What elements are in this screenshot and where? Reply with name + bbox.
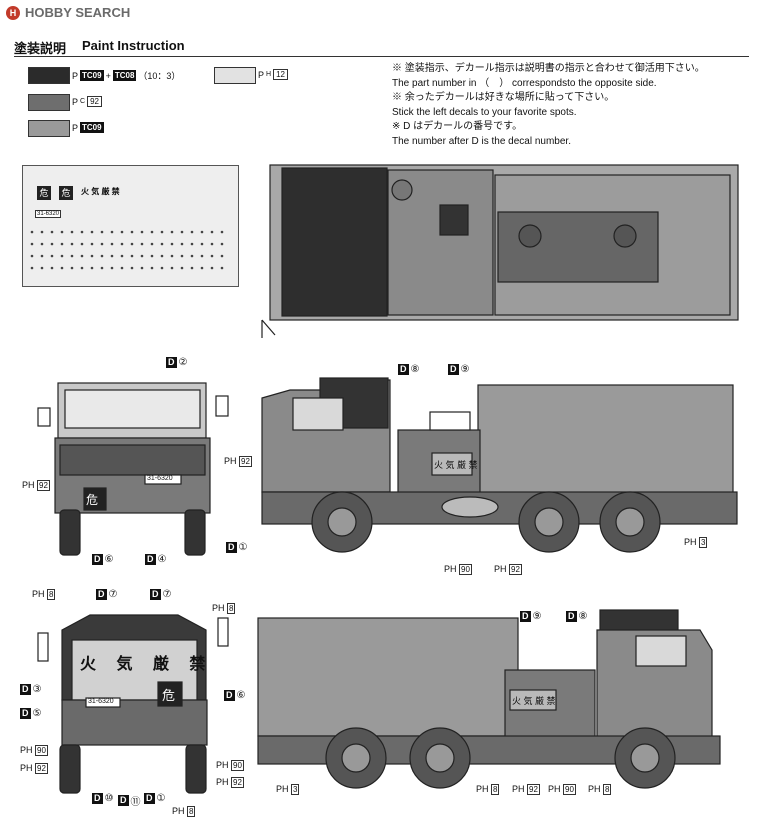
decal-danger-2: 危 <box>59 186 73 200</box>
right-door-text: 火 気 厳 禁 <box>512 696 556 706</box>
paint-callout: PH 8 <box>32 589 56 600</box>
front-view <box>37 382 229 556</box>
rear-danger: 危 <box>162 688 176 703</box>
paint-callout: PH 92 <box>494 564 522 575</box>
instruction-notes: ※ 塗装指示、デカール指示は説明書の指示と合わせて御活用下さい。 The par… <box>392 62 705 149</box>
note-line: ※ 塗装指示、デカール指示は説明書の指示と合わせて御活用下さい。 <box>392 63 705 74</box>
site-logo: H HOBBY SEARCH <box>6 5 130 20</box>
side-view-right <box>257 609 721 789</box>
paint-callout: PH 90 <box>216 760 244 771</box>
header-divider <box>14 56 749 57</box>
note-line: ※ 余ったデカールは好きな場所に貼って下さい。 <box>392 92 615 103</box>
paint-callout: PH 8 <box>476 784 500 795</box>
paint-callout: PH 90 <box>548 784 576 795</box>
paint-callout: PH 92 <box>22 480 50 491</box>
paint-callout: PH 3 <box>684 537 708 548</box>
swatch-2 <box>28 94 70 111</box>
rear-view <box>37 614 229 794</box>
note-line: ※ D はデカールの番号です。 <box>392 121 523 132</box>
front-danger: 危 <box>86 493 99 507</box>
decal-danger: 危 <box>37 186 51 200</box>
paint-callout: PH 92 <box>224 456 252 467</box>
title-en: Paint Instruction <box>82 38 185 53</box>
swatch-3 <box>28 120 70 137</box>
left-door-text: 火 気 厳 禁 <box>434 460 478 470</box>
title-jp: 塗装説明 <box>14 41 67 56</box>
decal-kanji: 火 気 厳 禁 <box>81 187 120 196</box>
logo-icon: H <box>6 5 20 20</box>
note-line: The part number in （ ） correspondsto the… <box>392 77 657 89</box>
paint-callout: PH 92 <box>512 784 540 795</box>
swatch-4 <box>214 67 256 84</box>
side-view-left <box>261 377 738 553</box>
paint-callout: PH 3 <box>276 784 300 795</box>
paint-callout: PH 8 <box>172 806 196 817</box>
swatch-1 <box>28 67 70 84</box>
page-header: 塗装説明 Paint Instruction <box>14 38 185 57</box>
paint-callout: PH 92 <box>20 763 48 774</box>
paint-callout: PH 90 <box>444 564 472 575</box>
note-line: The number after D is the decal number. <box>392 135 571 147</box>
decal-dots <box>30 230 224 270</box>
top-view <box>261 164 739 338</box>
paint-callout: PH 90 <box>20 745 48 756</box>
front-plate: 31-6320 <box>147 475 173 482</box>
note-line: Stick the left decals to your favorite s… <box>392 106 577 118</box>
paint-callout: PH 92 <box>216 777 244 788</box>
logo-text: HOBBY SEARCH <box>25 5 131 20</box>
rear-plate: 31-6320 <box>88 698 114 705</box>
decal-plate: 31-6320 <box>35 210 62 218</box>
decal-sheet: 火 気 厳 禁 危 危 31-6320 <box>22 165 239 287</box>
paint-callout: PH 8 <box>588 784 612 795</box>
paint-callout: PH 8 <box>212 603 236 614</box>
rear-kanji: 火 気 厳 禁 <box>80 656 214 673</box>
